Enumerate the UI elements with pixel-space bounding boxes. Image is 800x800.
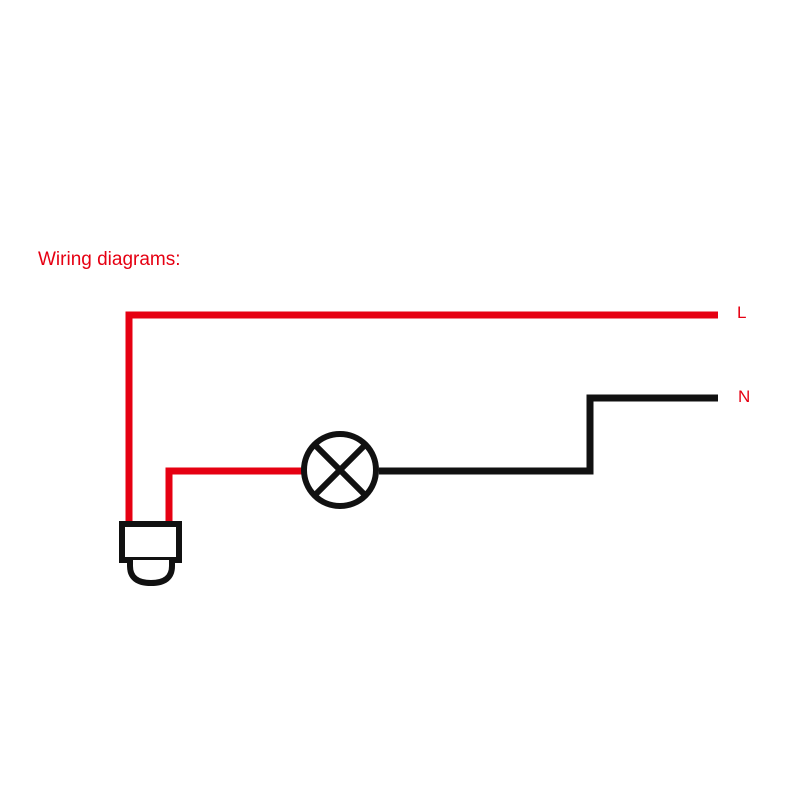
sensor-icon xyxy=(119,521,182,587)
diagram-title: Wiring diagrams: xyxy=(38,249,181,270)
neutral-terminal-label: N xyxy=(738,387,751,406)
lamp-icon xyxy=(301,431,379,509)
neutral-wire xyxy=(379,394,718,475)
live-wire xyxy=(125,311,718,524)
live-terminal-label: L xyxy=(737,303,747,322)
switched-wire xyxy=(165,467,302,524)
